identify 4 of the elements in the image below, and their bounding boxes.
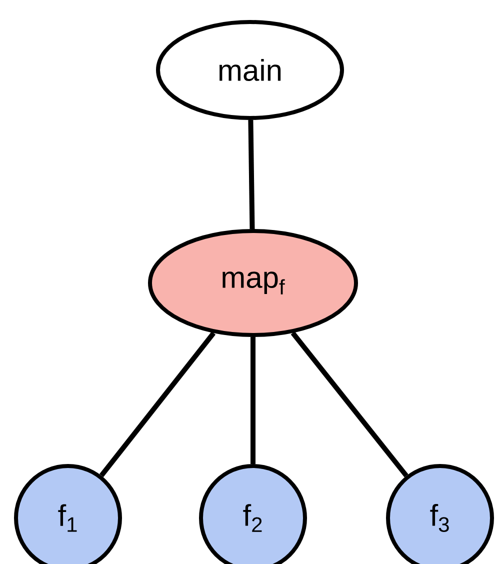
connector-line — [248, 120, 255, 230]
connector-line — [290, 331, 408, 478]
connector-line — [250, 337, 256, 464]
connector-line — [99, 332, 216, 478]
